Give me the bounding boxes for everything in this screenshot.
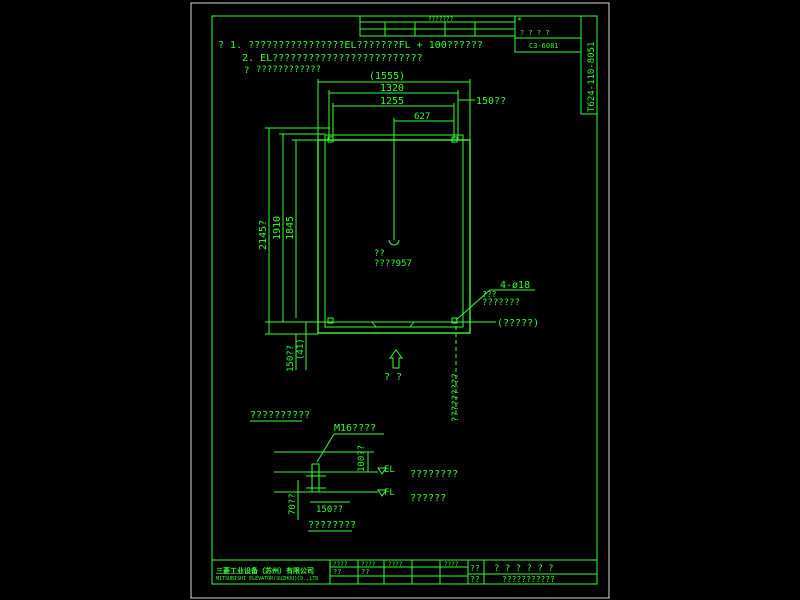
title-right-row-2: ??????????? [502,575,555,584]
detail-m16: M16???? [334,423,376,434]
pit-plan: ?? ????957 [265,127,471,334]
bolt-marker-tr [451,136,458,143]
detail-d100: 100?? [357,445,367,472]
company-name-en: MITSUBISHI ELEVATOR(SUZHOU)CO.,LTD [216,576,318,582]
title-right-label-1: ?? [470,564,480,573]
center-label-b: ????957 [374,259,412,269]
bolt-marker-br [451,317,458,324]
dim-1555: (1555) [369,71,405,82]
dim-1320: 1320 [380,83,404,94]
detail-caption: ???????? [308,520,356,531]
title-col-4: ???? [444,561,459,568]
note-mark: ? [244,66,249,76]
title-col-1: ???? [333,561,348,568]
hole-desc-a: ??? [482,290,497,299]
detail-fl-text: ?????? [410,493,446,504]
hole-desc-b: ??????? [482,298,520,308]
note-line-2: 2. EL????????????????????????? [242,53,423,64]
detail-el-text: ???????? [410,469,458,480]
center-label-a: ?? [374,249,385,259]
detail-fl: FL [384,488,395,498]
dim-41: (41) [296,338,306,360]
drawing-number: T624-110-8051 [587,42,597,112]
dim-1910: 1910 [272,216,283,240]
title-top-small: ??????? [428,16,454,23]
dim-2145: 2145? [258,220,269,250]
entrance-arrow: ? ? [384,349,403,383]
section-detail: ?????????? M16???? 100?? EL ???????? FL … [250,410,458,532]
company-name-cn: 三菱工业设备（苏州）有限公司 [216,566,314,575]
bolt-marker-bl [327,317,334,324]
title-code-row: ? ? ? ? [520,29,550,37]
sheet-inner-border [211,15,598,585]
dim-150-top: 150?? [476,96,506,107]
top-title-block: ??????? * ? ? ? ? C3-6081 T624-110-8051 [359,15,598,115]
title-right-row-1: ? ? ? ? ? ? [494,564,554,574]
detail-title: ?????????? [250,410,310,421]
title-cell-1: ?? [333,568,341,576]
sheet-outer-border [190,2,610,599]
top-dimensions: (1555) 1320 1255 150?? 627 [317,71,506,240]
left-dimensions: 2145? 1910 1845 150?? (41) [258,128,325,372]
title-code: C3-6081 [529,42,559,50]
note-line-1: ? 1. ????????????????EL???????FL + 100??… [218,40,483,51]
dim-1845: 1845 [285,216,296,240]
dim-1255: 1255 [380,96,404,107]
detail-d70: 70?? [288,493,298,515]
notes: ? 1. ????????????????EL???????FL + 100??… [218,40,483,76]
bolt-marker-tl [327,136,334,143]
note-line-3: ???????????? [256,65,321,75]
detail-el: EL [384,465,395,475]
center-arc [388,239,400,246]
dim-627: 627 [414,112,430,122]
dim-150-bot: 150?? [286,345,296,372]
title-right-label-2: ?? [470,575,480,584]
detail-d150: 150?? [316,505,343,515]
entrance-label: ? ? [384,372,402,383]
title-col-2: ???? [361,561,376,568]
title-col-3: ???? [388,561,403,568]
hole-spec: 4-ø18 [500,280,530,291]
bottom-title-block: 三菱工业设备（苏州）有限公司 MITSUBISHI ELEVATOR(SUZHO… [211,559,598,585]
title-cell-2: ?? [361,568,369,576]
hole-callout: 4-ø18 ??? ??????? (?????) ????????? [451,280,539,422]
vertical-text: ????????? [451,373,461,422]
paren-label: (?????) [497,318,539,329]
title-star: * [517,16,522,25]
